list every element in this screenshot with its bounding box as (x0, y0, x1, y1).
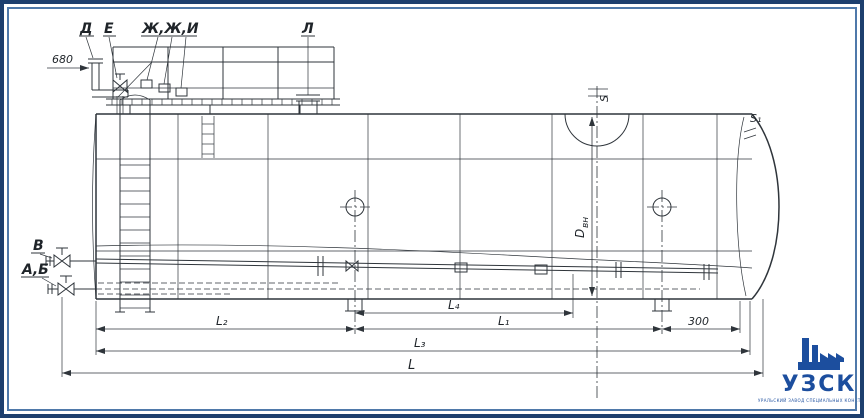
nozzle-l (296, 37, 320, 114)
small-ladder (201, 116, 215, 158)
callout-e-label: Е (104, 21, 114, 37)
dim-dvn-label: D вн (573, 217, 591, 238)
valve-e (108, 36, 128, 114)
dimension-labels: 680 L₄ L₂ L₁ 300 L₃ L S S₁ D вн (47, 53, 761, 373)
dim-300-label: 300 (688, 315, 709, 328)
callout-d-label: Д (79, 21, 92, 37)
callouts: Д Е Ж,Ж,И Л В А,Б (21, 21, 315, 278)
dim-680-label: 680 (52, 53, 73, 66)
dim-dvn-main: D (573, 229, 587, 238)
dimension-extensions (61, 274, 764, 377)
logo: УЗСК УРАЛЬСКИЙ ЗАВОД СПЕЦИАЛЬНЫХ КОНСТРУ… (758, 338, 864, 403)
logo-name: УЗСК (782, 372, 857, 397)
dim-s-label: S (598, 95, 611, 102)
dim-dvn-sub: вн (581, 217, 591, 228)
dimension-lines (62, 310, 763, 376)
logo-caption: УРАЛЬСКИЙ ЗАВОД СПЕЦИАЛЬНЫХ КОНСТРУКЦИЙ (758, 398, 864, 403)
callout-v-label: В (33, 238, 44, 254)
dim-l3-label: L₃ (414, 336, 426, 350)
valve-v (39, 247, 96, 268)
centerlines (340, 86, 677, 399)
head-thickness-s1 (743, 127, 757, 140)
dim-l1-label: L₁ (498, 314, 510, 328)
dim-l2-label: L₂ (216, 314, 228, 328)
piping (95, 256, 719, 295)
callout-l-label: Л (301, 21, 314, 37)
dim-s1-label: S₁ (750, 112, 761, 125)
bottom-nozzle-right (652, 298, 672, 312)
tank-head-right (716, 113, 780, 300)
shell-thickness-s (588, 88, 608, 97)
factory-icon (798, 338, 844, 370)
callout-zh-label: Ж,Ж,И (141, 21, 199, 37)
dim-l4-label: L₄ (448, 298, 460, 312)
nozzle-d (85, 36, 129, 98)
callout-ab-label: А,Б (21, 262, 49, 278)
fittings-zh-i (140, 36, 188, 97)
handrail-platform (106, 46, 340, 114)
valve-ab (41, 275, 96, 296)
dim-l-label: L (408, 358, 415, 373)
platform-grating (111, 99, 333, 105)
side-ladder (115, 94, 155, 313)
shell-seams (95, 114, 753, 299)
